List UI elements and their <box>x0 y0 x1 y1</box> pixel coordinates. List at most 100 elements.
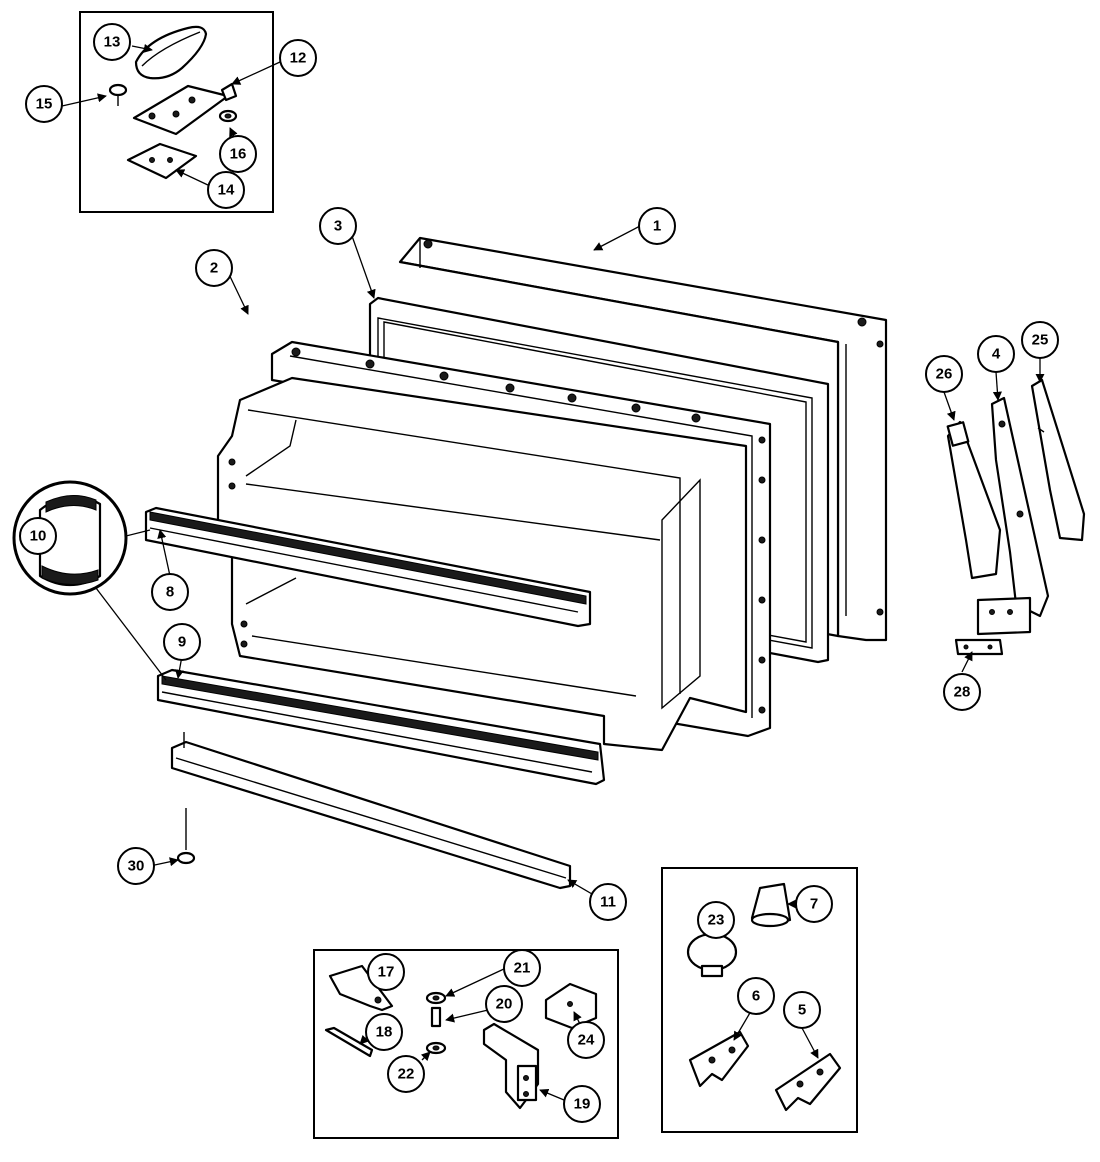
callout-circle <box>19 517 57 555</box>
callout-4: 4 <box>977 335 1015 373</box>
callout-circle <box>485 985 523 1023</box>
callout-circle <box>163 623 201 661</box>
callout-26: 26 <box>925 355 963 393</box>
callout-circle <box>25 85 63 123</box>
callout-circle <box>319 207 357 245</box>
hinge-kit-inset-box <box>79 11 274 213</box>
callout-11: 11 <box>589 883 627 921</box>
callout-number: 14 <box>218 182 235 199</box>
handle-bracket-part-17 <box>328 964 394 1012</box>
callout-15: 15 <box>25 85 63 123</box>
screw-part-30 <box>176 808 196 865</box>
callout-24: 24 <box>567 1021 605 1059</box>
shelf-clip-detail-part-10 <box>12 480 167 681</box>
door-stop-part-26 <box>946 420 1002 580</box>
door-strap-part-25 <box>1030 378 1086 542</box>
callout-16: 16 <box>219 135 257 173</box>
callout-number: 30 <box>128 858 145 875</box>
callout-3: 3 <box>319 207 357 245</box>
callout-5: 5 <box>783 991 821 1029</box>
hinge-plate-part-12 <box>132 82 238 136</box>
callout-number: 28 <box>954 684 971 701</box>
callout-10: 10 <box>19 517 57 555</box>
callout-21: 21 <box>503 949 541 987</box>
callout-number: 15 <box>36 96 53 113</box>
callout-23: 23 <box>697 901 735 939</box>
callout-labels: 1234567891011121314151617181920212223242… <box>19 23 1059 1123</box>
plug-part-7 <box>750 882 792 928</box>
callout-circle <box>977 335 1015 373</box>
callout-circle <box>925 355 963 393</box>
callout-number: 5 <box>798 1002 806 1019</box>
callout-circle <box>783 991 821 1029</box>
callout-7: 7 <box>795 885 833 923</box>
callout-6: 6 <box>737 977 775 1015</box>
callout-number: 4 <box>992 346 1001 363</box>
callout-number: 23 <box>708 912 725 929</box>
callout-number: 20 <box>496 996 513 1013</box>
callout-22: 22 <box>387 1055 425 1093</box>
callout-number: 6 <box>752 988 760 1005</box>
hinge-cover-part-13 <box>134 25 208 80</box>
callout-number: 12 <box>290 50 307 67</box>
callout-number: 13 <box>104 34 121 51</box>
callout-circle <box>207 171 245 209</box>
hinge-strap-part-4 <box>976 396 1050 636</box>
callout-25: 25 <box>1021 321 1059 359</box>
callout-number: 24 <box>578 1032 595 1049</box>
callout-number: 19 <box>574 1096 591 1113</box>
callout-number: 18 <box>376 1024 393 1041</box>
pin-part-20 <box>430 1006 442 1028</box>
callout-number: 7 <box>810 896 818 913</box>
callout-number: 3 <box>334 218 342 235</box>
screw-part-15 <box>108 83 128 106</box>
callout-number: 11 <box>600 894 616 911</box>
callout-circle <box>737 977 775 1015</box>
callout-circle <box>697 901 735 939</box>
callout-circle <box>279 39 317 77</box>
callout-circle <box>503 949 541 987</box>
callout-circle <box>365 1013 403 1051</box>
callout-number: 16 <box>230 146 247 163</box>
shim-part-28 <box>954 638 1004 656</box>
callout-circle <box>367 953 405 991</box>
callout-12: 12 <box>279 39 317 77</box>
callout-circle <box>117 847 155 885</box>
hardware-kit-inset-box <box>661 867 858 1133</box>
callout-1: 1 <box>638 207 676 245</box>
callout-9: 9 <box>163 623 201 661</box>
clip-part-5 <box>774 1052 842 1112</box>
hinge-shim-part-14 <box>126 142 198 180</box>
clip-part-6 <box>688 1030 750 1088</box>
callout-18: 18 <box>365 1013 403 1051</box>
callout-circle <box>563 1085 601 1123</box>
callout-circle <box>93 23 131 61</box>
handle-assembly-part-19 <box>482 1022 540 1110</box>
callout-number: 9 <box>178 634 186 651</box>
callout-circle <box>195 249 233 287</box>
callout-circle <box>151 573 189 611</box>
callout-20: 20 <box>485 985 523 1023</box>
callout-circle <box>943 673 981 711</box>
callout-circle <box>567 1021 605 1059</box>
callout-circle <box>795 885 833 923</box>
callout-number: 2 <box>210 260 218 277</box>
callout-number: 26 <box>936 366 953 383</box>
callout-circle <box>387 1055 425 1093</box>
callout-8: 8 <box>151 573 189 611</box>
callout-circle <box>219 135 257 173</box>
shelf-bar-part-9 <box>156 668 606 786</box>
callout-number: 17 <box>378 964 395 981</box>
callout-number: 1 <box>653 218 661 235</box>
callout-number: 10 <box>30 528 47 545</box>
callout-circle <box>589 883 627 921</box>
handle-spring-part-18 <box>324 1026 374 1058</box>
washer-part-16 <box>218 109 238 123</box>
callout-number: 21 <box>514 960 531 977</box>
callout-13: 13 <box>93 23 131 61</box>
callout-circle <box>638 207 676 245</box>
callout-14: 14 <box>207 171 245 209</box>
washer-part-22 <box>425 1041 447 1055</box>
handle-kit-inset-box <box>313 949 619 1139</box>
